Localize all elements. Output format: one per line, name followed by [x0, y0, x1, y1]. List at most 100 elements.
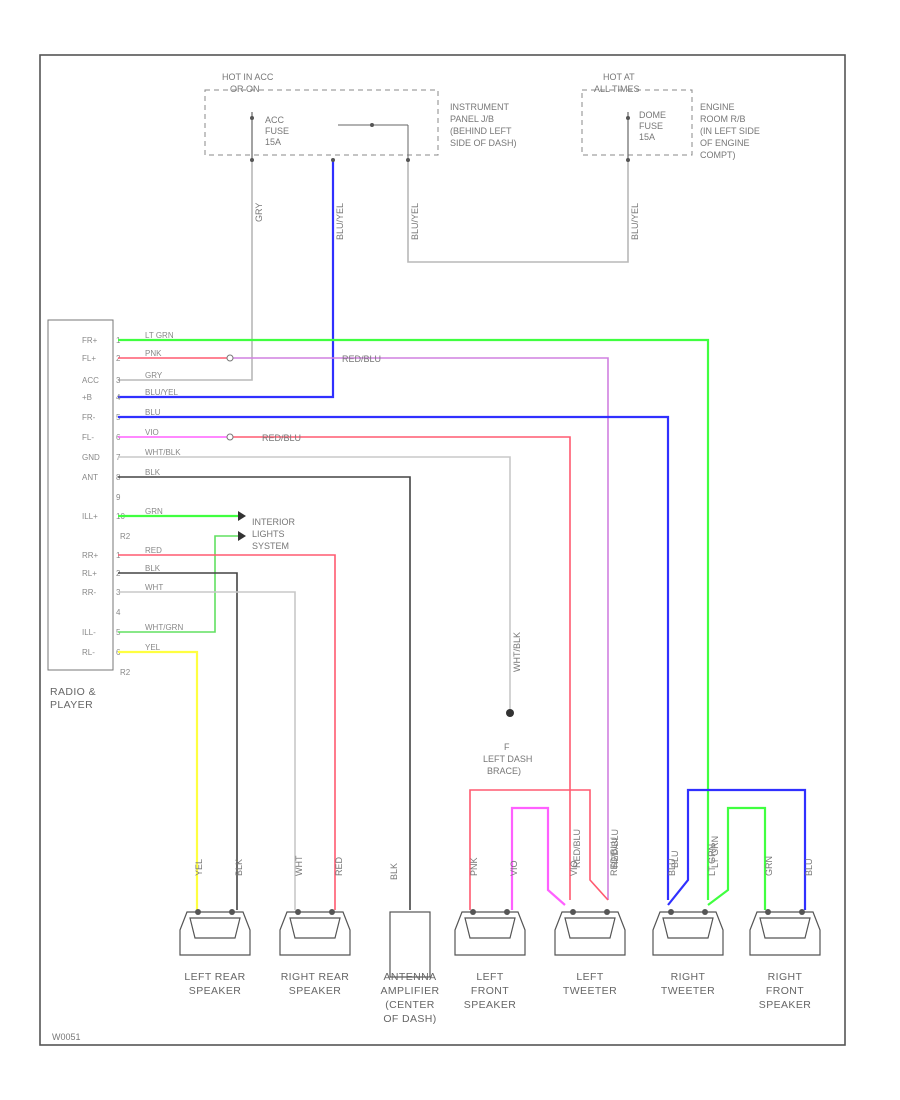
- dome-fuse-line-3: 15A: [639, 132, 655, 142]
- component-wire-label: BLU: [804, 858, 814, 876]
- component-label: OF DASH): [383, 1013, 436, 1025]
- ground-line-2: LEFT DASH: [483, 754, 532, 764]
- extra-pin-label-4: BLU: [670, 850, 680, 868]
- acc-fuse-heading-2: OR ON: [230, 84, 260, 94]
- speaker-cone: [289, 917, 341, 939]
- dome-fuse-line-1: DOME: [639, 110, 666, 120]
- speaker-body: [554, 911, 626, 956]
- speaker-terminal: [702, 909, 708, 915]
- terminal-wire-color: WHT/GRN: [145, 623, 183, 632]
- speaker-cone: [464, 917, 516, 939]
- wire-ant-blk: [118, 476, 411, 910]
- terminal-pin: R2: [120, 532, 131, 541]
- component-wire-label: WHT: [294, 855, 304, 876]
- extra-pin-label-3: LT GRN: [710, 836, 720, 868]
- terminal-wire-color: WHT/BLK: [145, 448, 181, 457]
- dome-feed-pin: [626, 158, 630, 162]
- terminal-wire-color: BLU/YEL: [145, 388, 178, 397]
- arrow-ill-minus: [238, 531, 246, 541]
- acc-fuse-heading-1: HOT IN ACC: [222, 72, 274, 82]
- terminal-label: ANT: [82, 473, 98, 482]
- wire-rl-plus-blk: [118, 572, 238, 910]
- terminal-label: FR-: [82, 413, 96, 422]
- speaker-terminal: [195, 909, 201, 915]
- b-plus-feed-pin: [331, 158, 335, 162]
- wire-fl-plus-redblu: [230, 357, 609, 900]
- speaker-body: [179, 911, 251, 956]
- footer-code: W0051: [52, 1032, 81, 1042]
- extra-pin-label-2: RED/BLU: [610, 829, 620, 868]
- terminal-pin: 9: [116, 493, 121, 502]
- speaker-terminal: [668, 909, 674, 915]
- component-wire-label: BLK: [234, 859, 244, 876]
- terminal-label: RL-: [82, 648, 95, 657]
- terminal-label: +B: [82, 393, 92, 402]
- component: BLU LT GRN RIGHT TWEETER: [652, 844, 724, 997]
- wire-label-bluyel-1: BLU/YEL: [335, 203, 345, 240]
- wire-ill-minus-whtgrn: [118, 535, 238, 633]
- terminal-label: FL+: [82, 354, 96, 363]
- acc-fuse-location-2: PANEL J/B: [450, 114, 494, 124]
- component-label: FRONT: [471, 985, 509, 997]
- ground-point: [506, 709, 514, 717]
- splice-label-fl-minus: RED/BLU: [262, 433, 301, 443]
- component-wire-label: VIO: [569, 860, 579, 876]
- speaker-terminal: [765, 909, 771, 915]
- speaker-cone: [564, 917, 616, 939]
- wire-rr-minus-wht: [118, 591, 296, 910]
- component-label: FRONT: [766, 985, 804, 997]
- terminal-wire-color: BLK: [145, 468, 161, 477]
- dome-fuse-dashed-outline: [581, 89, 693, 156]
- component-wire-label: PNK: [469, 857, 479, 876]
- wire-rl-minus-yel: [118, 650, 199, 910]
- radio-label-2: PLAYER: [50, 699, 93, 711]
- terminal-pin: R2: [120, 668, 131, 677]
- component-label: LEFT: [476, 971, 503, 983]
- terminal-label: RL+: [82, 569, 97, 578]
- wire-gry-acc: [118, 160, 253, 381]
- terminal-pin: 4: [116, 393, 121, 402]
- component-label: TWEETER: [661, 985, 715, 997]
- speaker-body: [652, 911, 724, 956]
- speaker-terminal: [570, 909, 576, 915]
- radio-label-1: RADIO &: [50, 686, 96, 698]
- component-label: RIGHT: [671, 971, 706, 983]
- component-wire-label: LT GRN: [707, 844, 717, 876]
- speaker-terminal: [329, 909, 335, 915]
- terminal-label: RR-: [82, 588, 97, 597]
- component-wire-label: BLU: [667, 858, 677, 876]
- diagram-frame: [39, 54, 846, 1046]
- acc-feed-pin: [250, 158, 254, 162]
- acc-fuse-dot: [250, 116, 254, 120]
- interior-lights-line-1: INTERIOR: [252, 517, 296, 527]
- speaker-body: [279, 911, 351, 956]
- terminal-label: ILL-: [82, 628, 96, 637]
- component-label: SPEAKER: [289, 985, 341, 997]
- acc-fuse-location-1: INSTRUMENT: [450, 102, 509, 112]
- terminal-wire-color: GRN: [145, 507, 163, 516]
- terminal-label: ACC: [82, 376, 99, 385]
- speaker-cone: [759, 917, 811, 939]
- component-label: LEFT: [576, 971, 603, 983]
- component-label: SPEAKER: [464, 999, 516, 1011]
- terminal-wire-color: VIO: [145, 428, 159, 437]
- wire-rr-plus-red: [118, 554, 336, 910]
- ground-line-1: F: [504, 742, 510, 752]
- speaker-terminal: [295, 909, 301, 915]
- terminal-wire-color: GRY: [145, 371, 163, 380]
- speaker-body: [749, 911, 821, 956]
- splice-fl-plus: [226, 354, 234, 362]
- dome-fuse-location-1: ENGINE: [700, 102, 735, 112]
- terminal-wire-color: WHT: [145, 583, 163, 592]
- ground-wire-label: WHT/BLK: [512, 632, 522, 672]
- interior-lights-system-label: INTERIOR LIGHTS SYSTEM: [252, 517, 296, 551]
- component-label: LEFT REAR: [184, 971, 245, 983]
- component-wire-label: VIO: [509, 860, 519, 876]
- component-label: (CENTER: [385, 999, 434, 1011]
- wire-right-front-blu-loop: [667, 788, 807, 910]
